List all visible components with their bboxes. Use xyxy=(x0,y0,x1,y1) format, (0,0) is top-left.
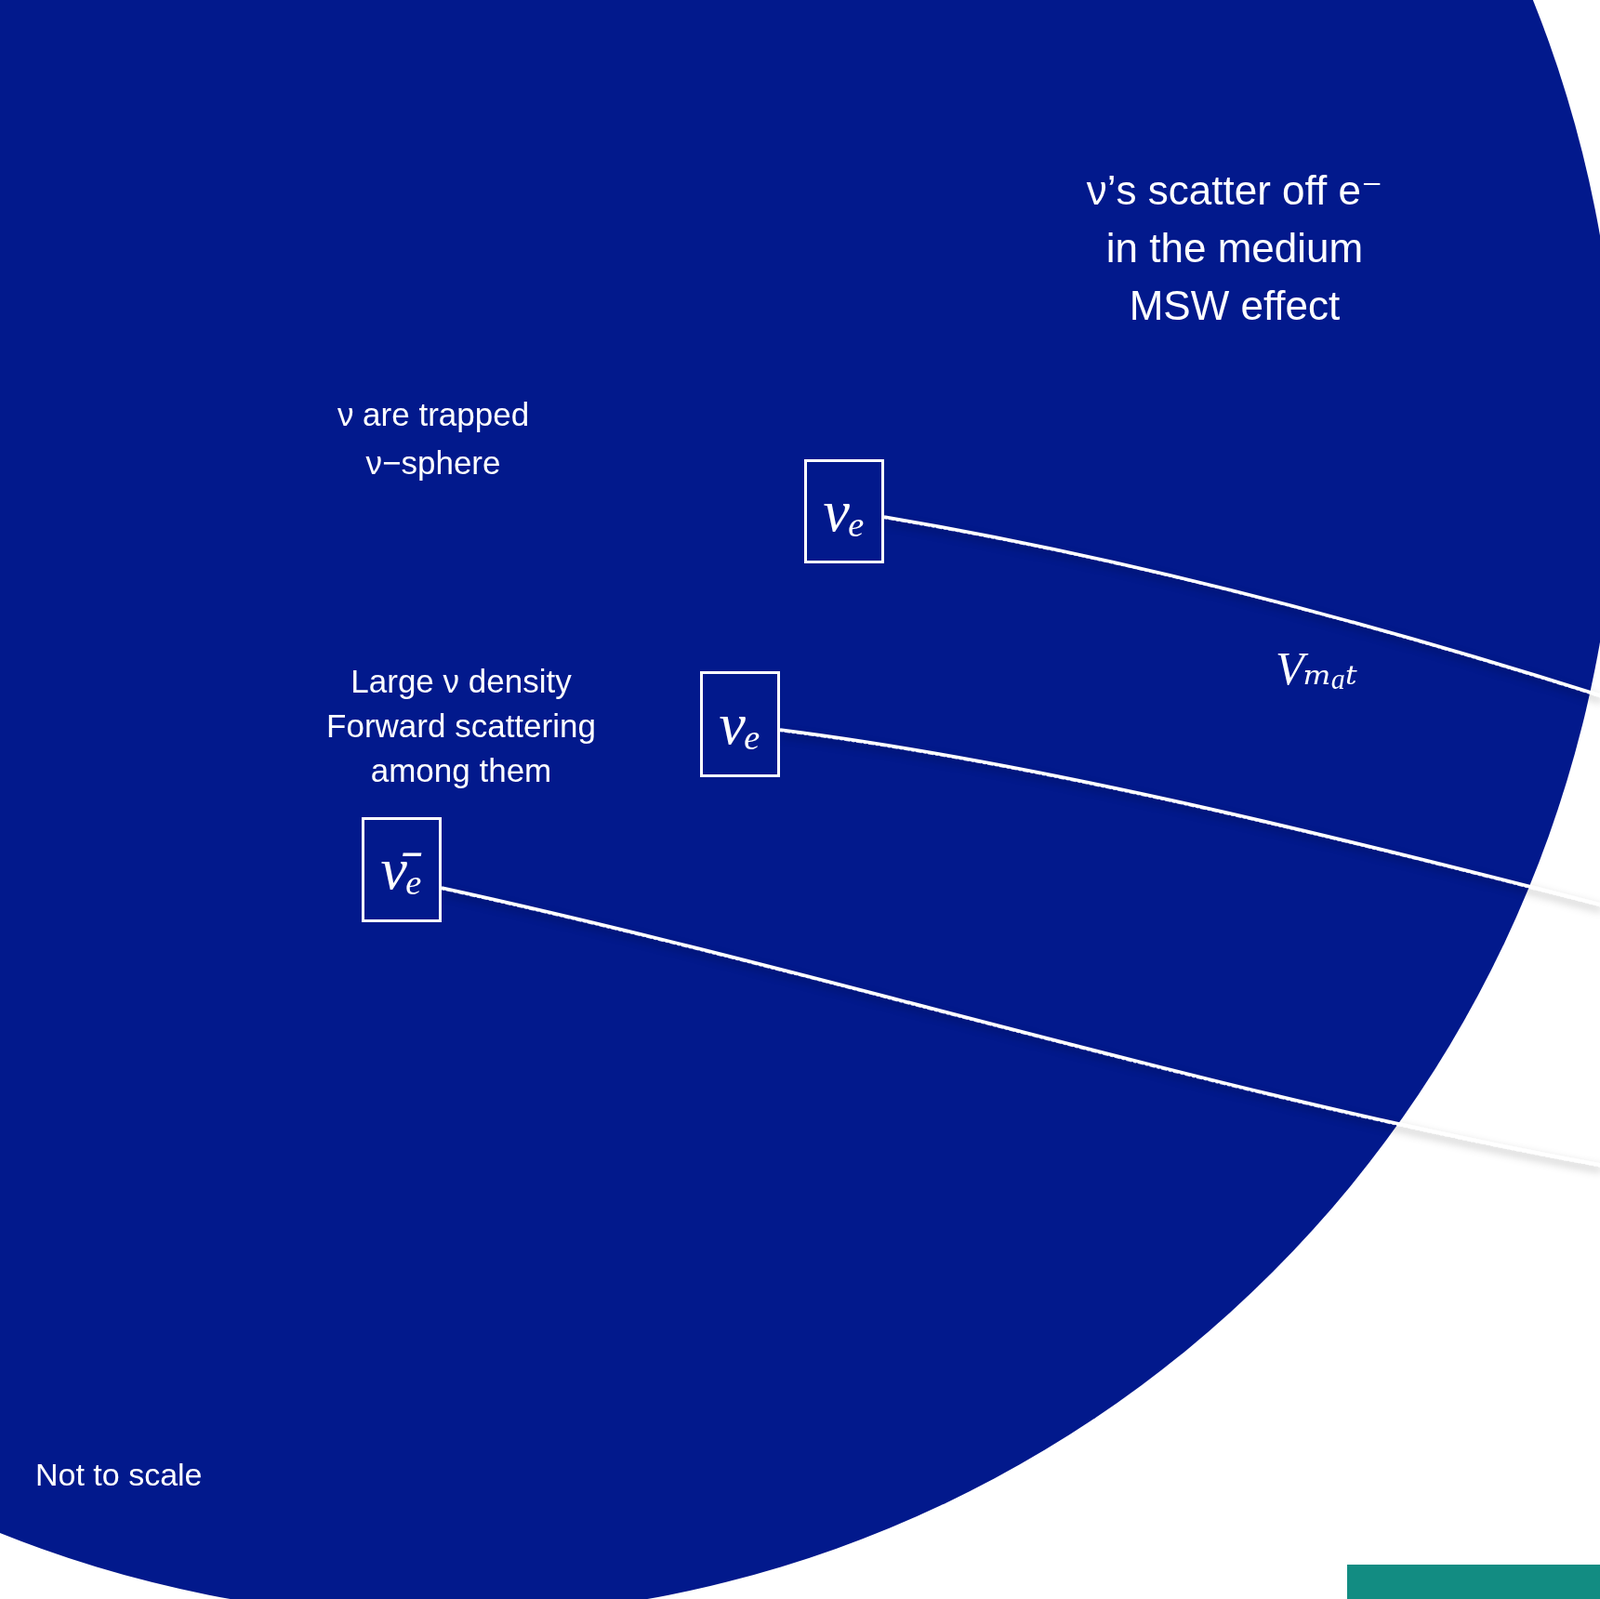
neutrino-box: νₑ xyxy=(804,459,885,564)
text-holder: ν are trapped ν−sphere xyxy=(325,390,542,488)
region-text: Large ν density Forward scattering among… xyxy=(317,659,606,794)
potential-label: Vₘₐₜ xyxy=(1275,640,1358,697)
label-holder: Vₘₐₜ xyxy=(1275,640,1358,697)
scale-note: Not to scale xyxy=(35,1455,203,1495)
particle-symbol: ν̄ₑ xyxy=(380,839,423,900)
label-holder: Not to scale xyxy=(35,1455,203,1495)
nav-button-edge xyxy=(1347,1564,1600,1599)
neutrino-box: νₑ xyxy=(700,671,781,778)
antineutrino-box: ν̄ₑ xyxy=(361,817,442,923)
text-holder: ν’s scatter off e⁻ in the medium MSW eff… xyxy=(1079,161,1391,335)
neutrinosphere: ν are trapped ν−sphere xyxy=(209,209,658,658)
region-text: ν are trapped ν−sphere xyxy=(325,390,542,488)
text-holder: Large ν density Forward scattering among… xyxy=(317,659,606,794)
sun-outline xyxy=(209,209,658,658)
particle-symbol: νₑ xyxy=(822,481,865,542)
particle-symbol: νₑ xyxy=(718,694,761,754)
region-text: ν’s scatter off e⁻ in the medium MSW eff… xyxy=(1079,161,1391,335)
